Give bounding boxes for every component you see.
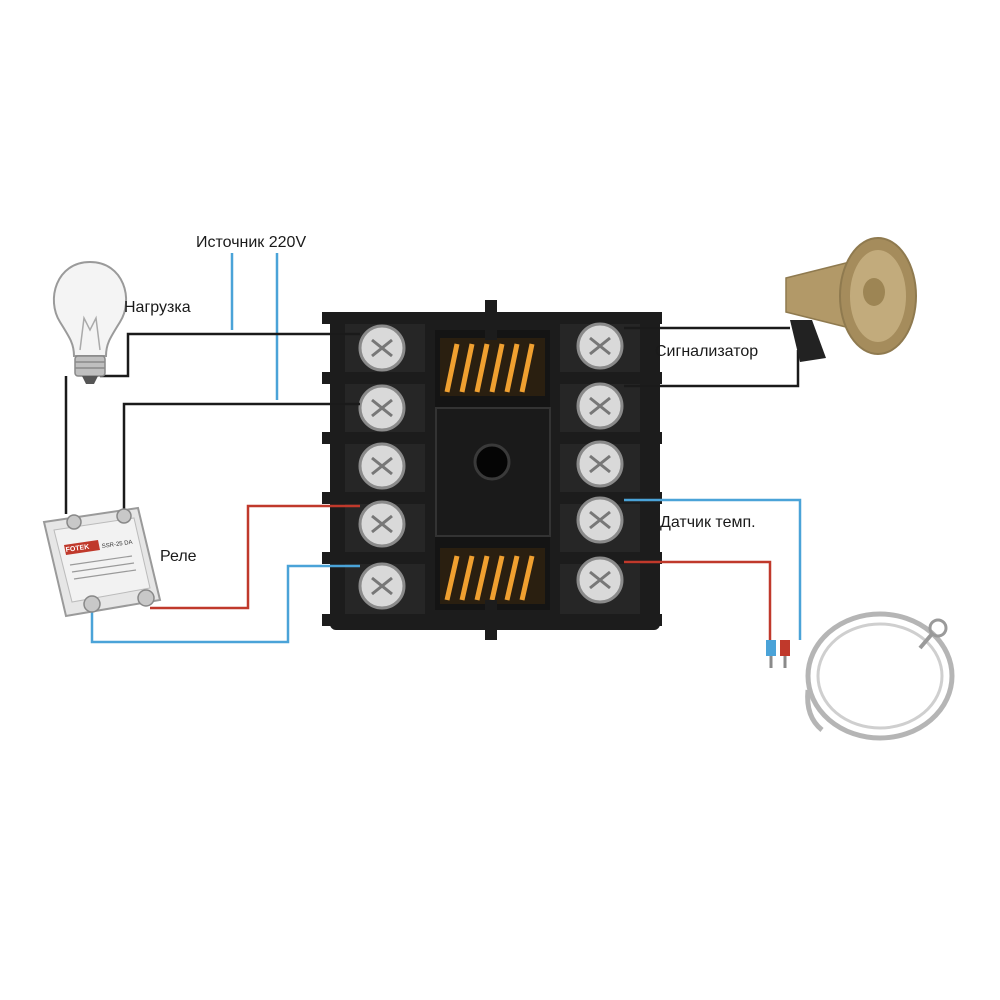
- terminal-screw-icon: [358, 384, 406, 432]
- relay-control-minus-wire: [90, 564, 360, 644]
- terminal-screw-icon: [358, 562, 406, 610]
- light-bulb-icon: [52, 260, 128, 384]
- relay-power-wire: [122, 402, 360, 514]
- relay-control-plus-wire: [150, 504, 360, 610]
- vent-slots-top: [440, 338, 545, 396]
- relay-label: Реле: [160, 548, 197, 565]
- terminal-screw-icon: [358, 500, 406, 548]
- sensor-wire-red: [624, 560, 772, 640]
- terminal-screw-icon: [576, 556, 624, 604]
- terminal-screws-right: [576, 322, 624, 604]
- alarm-label: Сигнализатор: [655, 343, 759, 360]
- terminal-screw-icon: [576, 322, 624, 370]
- terminal-screw-icon: [358, 324, 406, 372]
- sensor-label: Датчик темп.: [660, 514, 756, 531]
- relay-brand-text: FOTEK: [65, 544, 89, 554]
- terminal-screw-icon: [576, 382, 624, 430]
- terminal-screw-icon: [576, 496, 624, 544]
- thermocouple-sensor-icon: [766, 611, 955, 741]
- relay-socket-base: [322, 300, 662, 640]
- load-label: Нагрузка: [124, 299, 191, 316]
- terminal-screws-left: [358, 324, 406, 610]
- alarm-wire-2: [624, 350, 800, 388]
- center-key-hole: [473, 443, 511, 481]
- load-wire: [100, 332, 360, 378]
- source-label: Источник 220V: [196, 234, 307, 251]
- terminal-screw-icon: [576, 440, 624, 488]
- solid-state-relay-icon: FOTEK SSR-25 DA: [42, 506, 162, 618]
- relay-model-text: SSR-25 DA: [101, 540, 133, 550]
- sensor-wire-blue: [624, 498, 802, 640]
- alarm-horn-icon: [785, 237, 917, 362]
- vent-slots-bottom: [440, 548, 545, 604]
- terminal-screw-icon: [358, 442, 406, 490]
